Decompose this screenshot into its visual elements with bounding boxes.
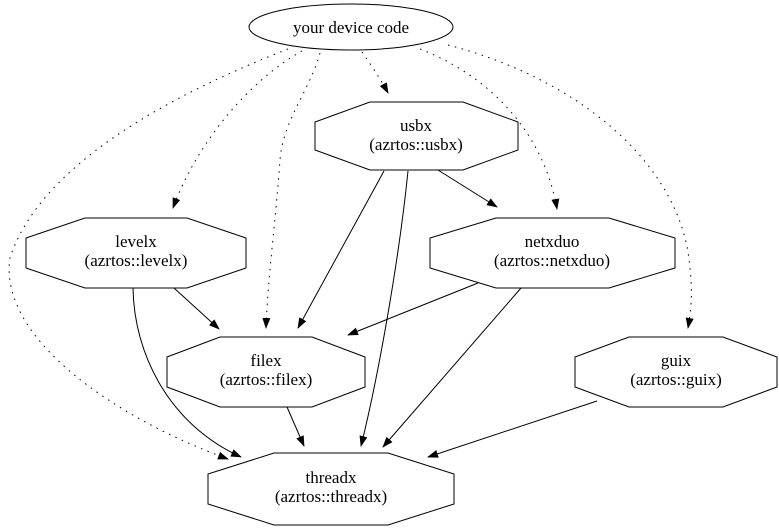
node-netxduo: netxduo (azrtos::netxduo)	[429, 217, 676, 289]
usbx-sublabel: (azrtos::usbx)	[369, 135, 462, 154]
node-your-device-code: your device code	[248, 3, 454, 51]
edge-guix-threadx	[427, 400, 598, 458]
edge-device-threadx	[8, 48, 289, 460]
edge-device-usbx	[361, 51, 389, 94]
node-usbx: usbx (azrtos::usbx)	[314, 101, 519, 171]
guix-label: guix	[661, 351, 692, 370]
netxduo-octagon	[429, 217, 676, 289]
filex-label: filex	[250, 351, 282, 370]
edge-netxduo-threadx	[382, 287, 522, 448]
guix-octagon	[574, 336, 778, 408]
threadx-sublabel: (azrtos::threadx)	[275, 487, 387, 506]
edge-netxduo-filex	[347, 282, 479, 336]
levelx-sublabel: (azrtos::levelx)	[85, 251, 188, 270]
your-device-code-ellipse	[248, 3, 454, 51]
guix-sublabel: (azrtos::guix)	[630, 370, 722, 389]
edge-usbx-threadx	[359, 170, 409, 447]
node-guix: guix (azrtos::guix)	[574, 336, 778, 408]
edge-usbx-filex	[297, 170, 385, 329]
node-threadx: threadx (azrtos::threadx)	[207, 452, 455, 526]
node-filex: filex (azrtos::filex)	[166, 336, 366, 408]
edge-device-filex	[262, 52, 321, 329]
node-levelx: levelx (azrtos::levelx)	[25, 217, 247, 289]
edge-device-levelx	[172, 50, 303, 209]
filex-sublabel: (azrtos::filex)	[220, 370, 313, 389]
levelx-label: levelx	[115, 232, 157, 251]
usbx-label: usbx	[400, 116, 433, 135]
edge-filex-threadx	[286, 406, 305, 447]
edge-levelx-threadx	[132, 287, 242, 458]
threadx-label: threadx	[306, 468, 357, 487]
edge-usbx-netxduo	[437, 169, 498, 208]
netxduo-label: netxduo	[525, 232, 580, 251]
edge-device-netxduo	[419, 48, 560, 210]
threadx-octagon	[207, 452, 455, 526]
netxduo-sublabel: (azrtos::netxduo)	[494, 251, 610, 270]
edge-levelx-filex	[173, 287, 220, 330]
usbx-octagon	[314, 101, 519, 171]
levelx-octagon	[25, 217, 247, 289]
filex-octagon	[166, 336, 366, 408]
your-device-code-label: your device code	[293, 18, 409, 37]
